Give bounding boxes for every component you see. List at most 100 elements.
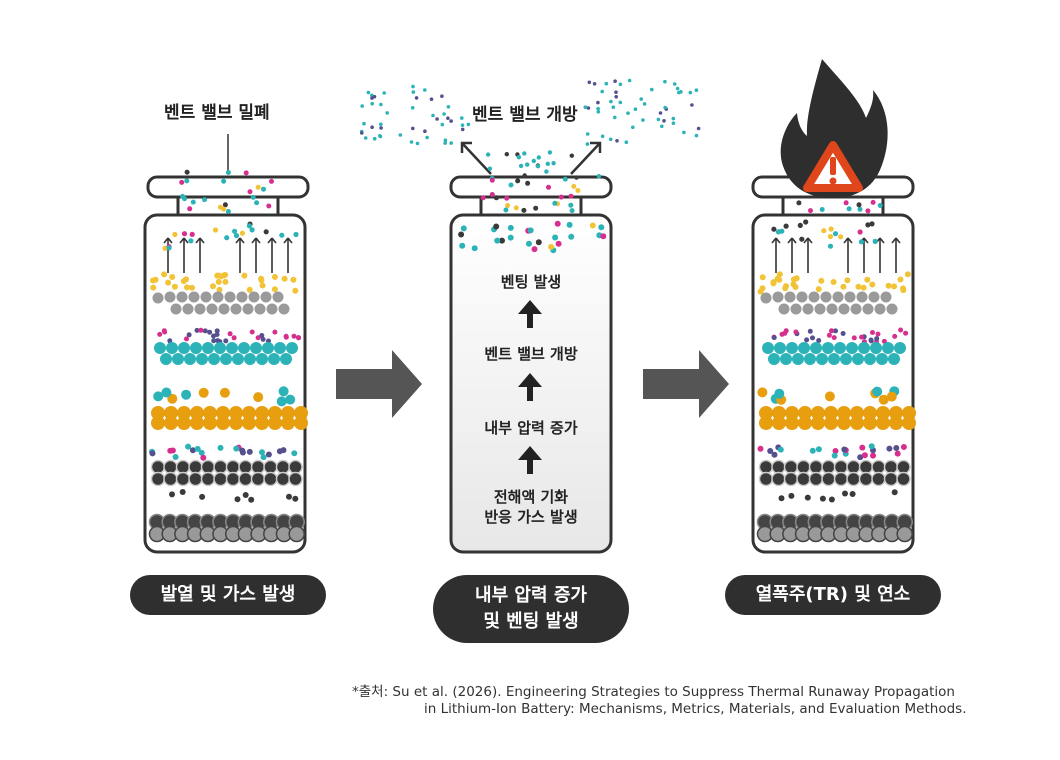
particle — [268, 406, 282, 420]
particle — [259, 449, 265, 456]
particle — [891, 283, 898, 290]
particle — [862, 303, 874, 315]
particle — [827, 243, 834, 249]
particle — [171, 283, 178, 290]
particle — [274, 342, 286, 354]
particle — [244, 353, 256, 365]
particle — [869, 281, 876, 288]
particle — [554, 220, 561, 227]
particle — [255, 335, 261, 341]
flow-step-venting: 벤팅 발생 — [500, 273, 562, 291]
particle — [608, 137, 613, 142]
particle — [167, 393, 178, 404]
particle — [487, 166, 493, 171]
particle — [844, 291, 856, 303]
particle — [266, 303, 278, 315]
gas-arrow-icon — [895, 237, 901, 244]
particle — [846, 471, 861, 487]
particle — [169, 491, 175, 498]
particle — [558, 194, 564, 200]
particle — [157, 331, 163, 337]
particle — [811, 406, 825, 420]
particle — [876, 416, 890, 430]
particle — [535, 239, 542, 246]
particle — [841, 446, 848, 453]
particle — [771, 471, 786, 487]
particle — [508, 182, 514, 188]
particle — [291, 450, 298, 457]
particle — [902, 416, 916, 430]
particle — [871, 459, 886, 475]
particle — [798, 342, 810, 354]
particle — [166, 342, 178, 354]
particle — [260, 291, 272, 303]
particle — [536, 155, 541, 160]
particle — [281, 416, 295, 430]
particle — [507, 234, 514, 241]
gas-arrow-icon — [879, 237, 885, 244]
particle — [460, 225, 467, 232]
gas-arrow-icon — [251, 237, 257, 244]
particle — [188, 471, 203, 487]
particle — [182, 303, 194, 315]
particle — [861, 452, 868, 459]
particle — [214, 328, 220, 334]
particle — [220, 353, 232, 365]
particle — [859, 334, 865, 340]
particle — [423, 88, 427, 92]
particle — [423, 129, 427, 133]
particle — [633, 107, 638, 111]
particle — [281, 406, 295, 420]
particle — [242, 492, 249, 498]
particle — [283, 334, 289, 340]
particle — [199, 493, 206, 500]
particle — [222, 278, 229, 285]
particle — [226, 342, 238, 354]
gas-arrow-icon — [787, 237, 793, 244]
particle — [214, 342, 226, 354]
particle — [415, 141, 420, 146]
particle — [247, 189, 253, 195]
particle — [233, 233, 240, 239]
particle — [883, 471, 899, 487]
label-vent-open: 벤트 밸브 개방 — [472, 105, 578, 125]
particle — [493, 195, 499, 201]
particle — [285, 394, 296, 405]
particle — [694, 133, 699, 138]
particle — [826, 332, 832, 338]
particle — [505, 203, 511, 208]
particle — [259, 333, 265, 338]
particle — [886, 391, 897, 402]
gas-arrow-icon — [803, 237, 809, 244]
particle — [260, 336, 266, 342]
particle — [788, 492, 795, 499]
particle — [194, 327, 200, 333]
particle — [870, 452, 876, 459]
particle — [600, 89, 604, 94]
particle — [460, 116, 464, 120]
particle — [522, 173, 527, 178]
particle — [263, 229, 269, 235]
particle — [177, 406, 191, 420]
particle — [499, 237, 505, 244]
gas-arrow-icon — [771, 237, 777, 244]
particle — [656, 117, 661, 122]
particle — [586, 106, 591, 110]
particle — [783, 223, 789, 229]
particle — [767, 448, 774, 454]
particle — [858, 342, 870, 354]
particle — [229, 406, 243, 420]
particle — [504, 152, 509, 157]
particle — [504, 195, 510, 201]
particle — [410, 106, 415, 110]
particle — [521, 207, 527, 213]
particle — [596, 110, 601, 114]
particle — [615, 139, 619, 143]
particle — [227, 331, 233, 337]
particle — [840, 331, 846, 336]
particle — [288, 459, 303, 475]
particle — [411, 90, 416, 94]
particle — [641, 118, 645, 122]
particle — [799, 236, 805, 242]
particle — [671, 116, 676, 121]
